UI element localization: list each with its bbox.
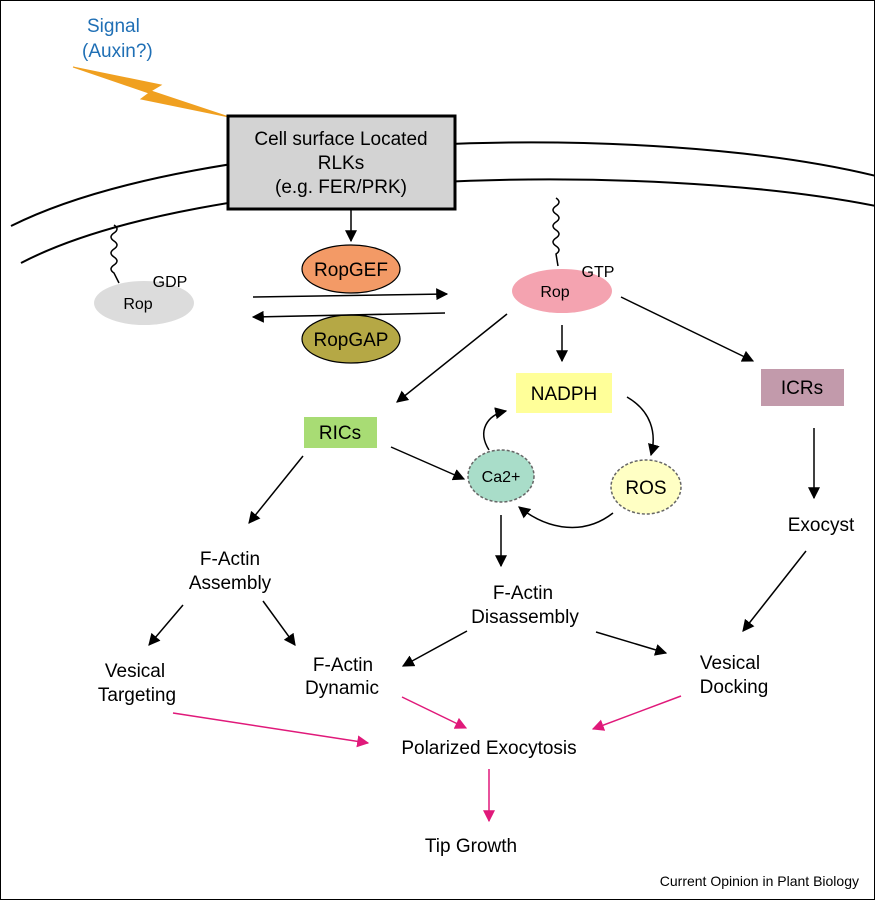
- tip-growth-label: Tip Growth: [425, 836, 517, 857]
- rics-label: RICs: [319, 423, 361, 444]
- exocyst-label: Exocyst: [788, 515, 855, 536]
- receptor-box: [226, 114, 457, 211]
- rop-gtp-state: GTP: [582, 264, 615, 281]
- arrow-assembly-to-dynamic: [262, 600, 296, 646]
- rop-gdp-node: [94, 281, 194, 325]
- factin-assembly-line2: Assembly: [189, 573, 272, 594]
- arrow-ros-to-calcium: [518, 506, 614, 529]
- vesical-targeting-line2: Targeting: [98, 685, 176, 706]
- rop-gdp-state: GDP: [153, 274, 188, 291]
- receptor-label-line3: (e.g. FER/PRK): [275, 177, 407, 198]
- signal-label-line2: (Auxin?): [82, 41, 153, 62]
- vesical-docking-line1: Vesical: [700, 653, 760, 674]
- arrow-rics-to-assembly: [248, 455, 304, 524]
- arrow-disassembly-to-docking: [595, 631, 668, 656]
- arrow-docking-to-exocytosis: [591, 695, 682, 731]
- factin-disassembly-line1: F-Actin: [493, 583, 553, 604]
- signal-label-line1: Signal: [87, 16, 140, 37]
- receptor-label-line2: RLKs: [318, 153, 364, 174]
- credit-label: Current Opinion in Plant Biology: [660, 873, 859, 889]
- receptor-label-line1: Cell surface Located: [254, 129, 427, 150]
- arrow-rop-to-rics: [396, 313, 508, 403]
- rop-gdp-label: Rop: [123, 296, 152, 313]
- nadph-box: [516, 373, 612, 413]
- arrow-calcium-to-nadph: [483, 407, 508, 451]
- factin-dynamic-line2: Dynamic: [305, 678, 379, 699]
- ros-label: ROS: [625, 478, 666, 499]
- arrow-disassembly-to-dynamic: [401, 630, 468, 667]
- ros-node: [610, 459, 682, 515]
- factin-assembly-line1: F-Actin: [200, 549, 260, 570]
- arrow-exocyst-to-docking: [742, 550, 807, 632]
- polarized-exocytosis-label: Polarized Exocytosis: [401, 738, 576, 759]
- arrow-gdp-to-gtp: [252, 288, 449, 301]
- vesical-targeting-line1: Vesical: [105, 661, 165, 682]
- calcium-node: [467, 449, 535, 503]
- lightning-bolt-icon: [72, 66, 230, 118]
- rop-gtp-node: [512, 269, 612, 313]
- rop-gdp-anchor: [110, 224, 120, 284]
- calcium-label: Ca2+: [482, 469, 521, 486]
- arrow-rop-to-icrs: [620, 296, 755, 362]
- arrow-nadph-to-ros: [626, 396, 660, 457]
- ropgap-label: RopGAP: [314, 330, 389, 351]
- arrow-rics-to-calcium: [390, 446, 466, 481]
- nadph-label: NADPH: [531, 384, 598, 405]
- icrs-label: ICRs: [781, 378, 823, 399]
- icrs-box: [761, 369, 844, 406]
- vesical-docking-line2: Docking: [700, 677, 769, 698]
- ropgef-node: [301, 244, 401, 294]
- ropgef-label: RopGEF: [314, 260, 388, 281]
- rics-box: [304, 417, 377, 448]
- arrow-gtp-to-gdp: [251, 310, 446, 323]
- factin-dynamic-line1: F-Actin: [313, 655, 373, 676]
- arrow-assembly-to-targeting: [148, 604, 184, 646]
- rop-gtp-label: Rop: [540, 284, 569, 301]
- factin-disassembly-line2: Disassembly: [471, 607, 579, 628]
- rop-gtp-anchor: [552, 197, 560, 267]
- arrow-dynamic-to-exocytosis: [401, 696, 468, 729]
- arrow-targeting-to-exocytosis: [172, 712, 370, 748]
